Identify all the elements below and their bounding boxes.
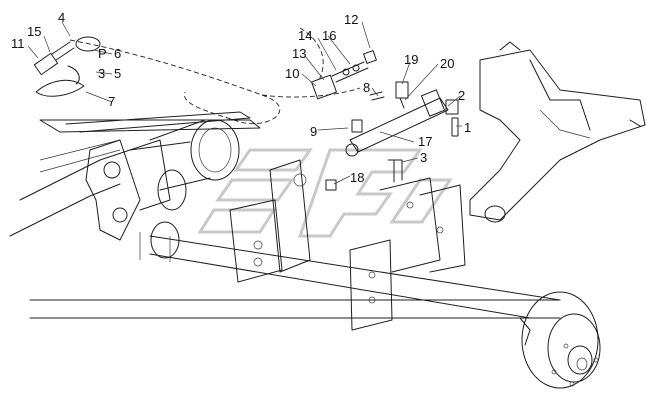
- watermark-logo: [197, 148, 453, 238]
- right-wheel-hub: [519, 291, 601, 389]
- callout-3-right: 3: [420, 150, 427, 165]
- callout-18: 18: [350, 170, 364, 185]
- callout-16: 16: [322, 28, 336, 43]
- left-frame-rail: [9, 111, 261, 237]
- callout-14: 14: [298, 28, 312, 43]
- callout-20: 20: [440, 56, 454, 71]
- sensor-parts-cluster: [311, 50, 409, 109]
- callout-3-left: 3: [98, 66, 105, 81]
- retaining-pins: [387, 99, 459, 183]
- callout-4: 4: [58, 10, 65, 25]
- leader-lines: [27, 21, 462, 185]
- bolt-18: [325, 179, 337, 191]
- axle-tube: [29, 221, 561, 319]
- callout-13: 13: [292, 46, 306, 61]
- callout-5: 5: [114, 66, 121, 81]
- brake-actuator-rod: [345, 89, 449, 157]
- callout-6: 6: [114, 46, 121, 61]
- callout-2: 2: [458, 88, 465, 103]
- callout-p: P: [98, 46, 107, 61]
- callout-9: 9: [310, 124, 317, 139]
- left-brake-drum: [149, 119, 240, 211]
- left-spring-bracket: [85, 139, 171, 241]
- callout-10: 10: [285, 66, 299, 81]
- connector-parts: [33, 36, 101, 97]
- callout-11: 11: [11, 36, 25, 51]
- callout-19: 19: [404, 52, 418, 67]
- right-frame-assembly: [469, 41, 646, 223]
- center-mount-brackets: [229, 159, 466, 331]
- callout-15: 15: [27, 24, 41, 39]
- callout-12: 12: [344, 12, 358, 27]
- clip-9: [351, 119, 363, 133]
- callout-17: 17: [418, 134, 432, 149]
- callout-8: 8: [363, 80, 370, 95]
- callout-1: 1: [464, 120, 471, 135]
- callout-7: 7: [108, 94, 115, 109]
